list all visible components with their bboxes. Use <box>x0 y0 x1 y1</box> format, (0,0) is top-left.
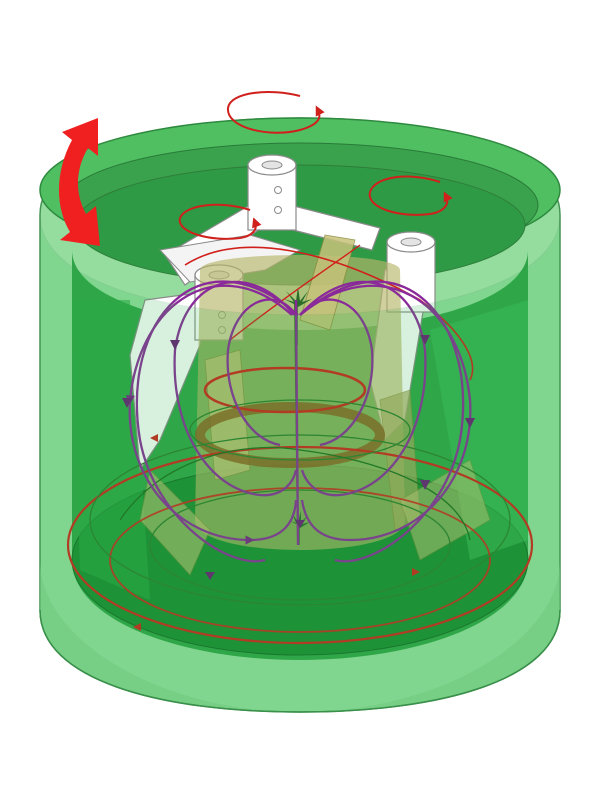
rotation-arrow-icon <box>226 91 325 134</box>
red-loop-outer <box>66 445 534 645</box>
flow-arrowhead-icon <box>420 335 430 345</box>
rotation-arrow-icon <box>58 118 100 246</box>
red-loop-mid <box>109 487 491 633</box>
rotation-arrows <box>178 91 453 240</box>
flow-arrowhead-icon <box>465 418 475 428</box>
flow-arrowheads <box>122 335 475 631</box>
flow-arrowhead-icon <box>122 398 132 408</box>
vessel-bottom-edge <box>39 609 561 713</box>
rotation-arrow-icon <box>368 175 453 216</box>
purple-loop-1 <box>125 284 298 545</box>
rotation-arrow-right <box>368 175 453 216</box>
purple-loop-4 <box>299 284 472 542</box>
flow-arrowhead-icon <box>295 520 305 528</box>
rotation-arrow-top <box>226 91 325 134</box>
inner-highlight-right <box>430 300 528 560</box>
red-flow-loops <box>66 244 534 645</box>
flow-arrowhead-icon <box>133 623 141 631</box>
green-loop-2 <box>149 489 451 601</box>
red-loop-hub <box>203 366 367 414</box>
purple-loop-6 <box>299 298 374 447</box>
green-loop-1 <box>89 434 511 606</box>
purple-loop-3 <box>226 298 297 447</box>
flow-arrowhead-icon <box>205 572 215 580</box>
rotation-arrow-icon <box>178 203 262 240</box>
red-diagonal-flow-2 <box>229 244 361 341</box>
blade-5 <box>399 459 491 561</box>
flow-arrowhead-icon <box>420 480 430 490</box>
rotation-arrow-left <box>178 203 262 240</box>
vessel-rotation-arrow <box>58 118 100 246</box>
vessel-front <box>39 214 561 713</box>
purple-loop-7 <box>135 280 299 563</box>
purple-spine <box>294 299 300 546</box>
purple-loop-8 <box>299 280 465 563</box>
flow-arrowhead-icon <box>412 568 420 576</box>
green-flow-loops <box>89 399 511 606</box>
purple-flow-loops <box>125 280 472 563</box>
bearing-top <box>247 154 297 231</box>
flow-arrowhead-icon <box>170 340 180 350</box>
flow-arrowhead-icon <box>150 434 158 442</box>
